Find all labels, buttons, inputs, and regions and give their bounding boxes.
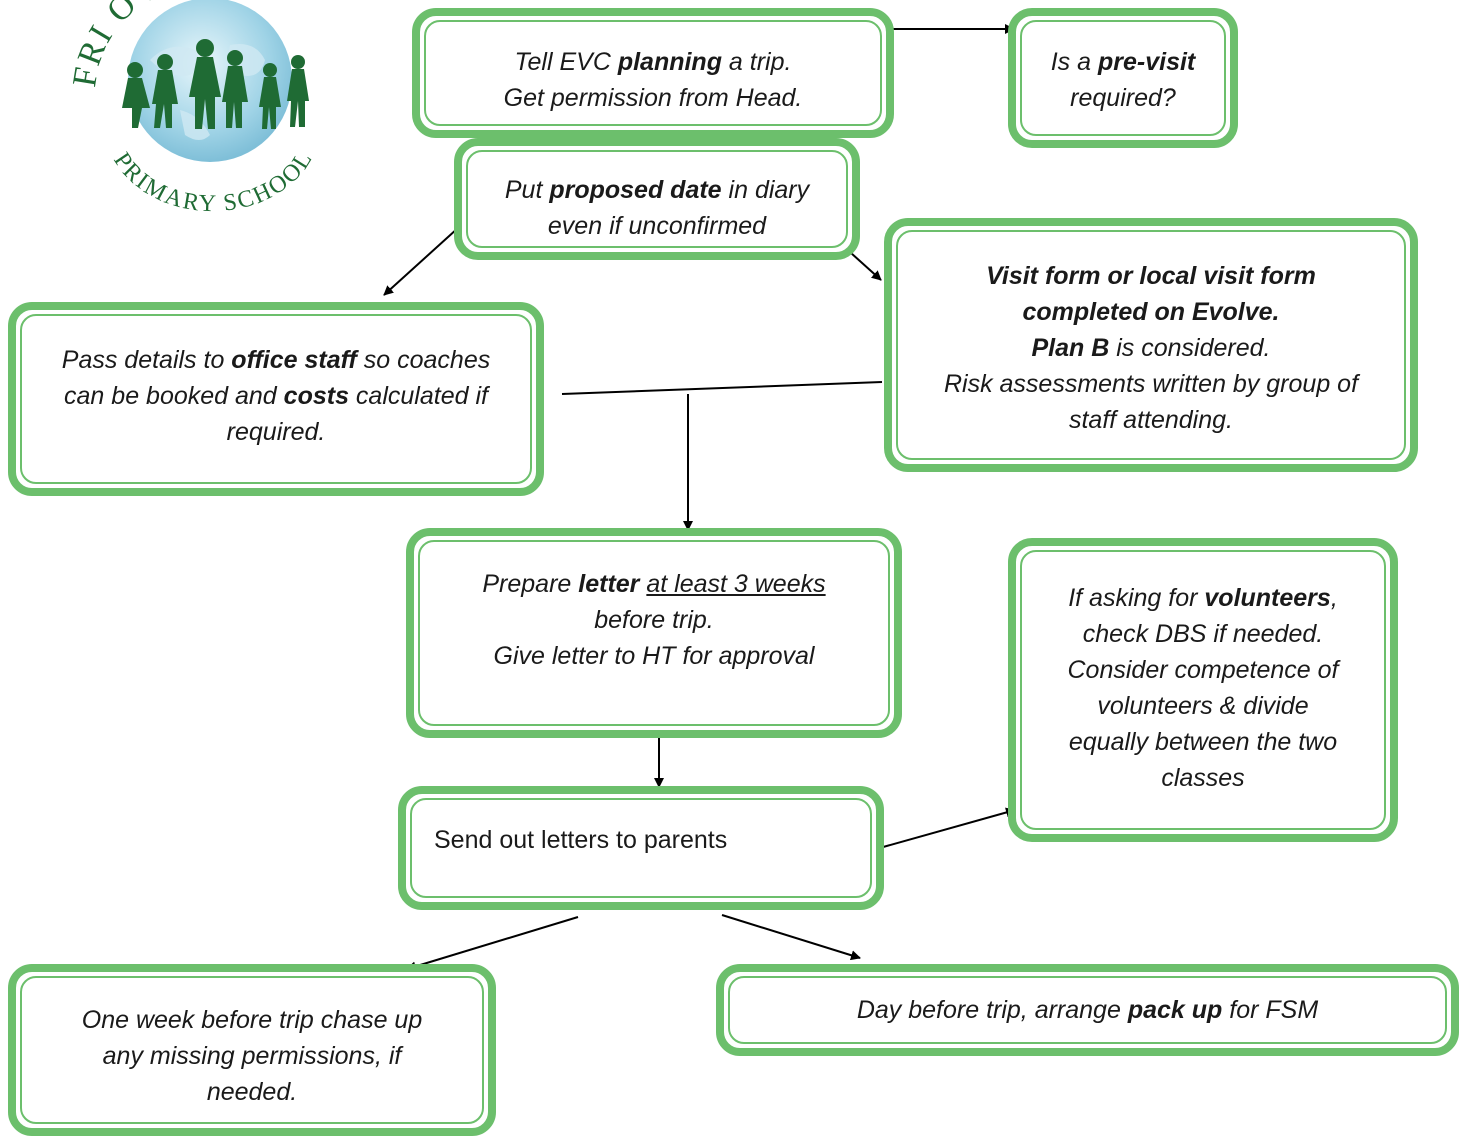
text-segment: is considered. (1109, 334, 1271, 362)
text-segment: Consider competence of (1067, 656, 1339, 684)
text-segment: Day before trip, arrange (856, 996, 1128, 1024)
box-send-letters: Send out letters to parents (398, 786, 884, 910)
text-line: Prepare letter at least 3 weeks (414, 566, 894, 602)
underlined-text: at least 3 weeks (646, 570, 826, 598)
text-segment: staff attending. (1068, 406, 1233, 434)
box-volunteers-text: If asking for volunteers,check DBS if ne… (1016, 580, 1390, 796)
box-volunteers: If asking for volunteers,check DBS if ne… (1008, 538, 1398, 842)
arrow-send-to-volunteers (875, 807, 1016, 850)
text-line: before trip. (414, 602, 894, 638)
text-line: check DBS if needed. (1016, 616, 1390, 652)
text-line: classes (1016, 760, 1390, 796)
box-pre-visit-text: Is a pre-visit required? (1016, 44, 1230, 116)
text-segment: equally between the two (1068, 728, 1338, 756)
text-segment: any missing permissions, if (102, 1042, 402, 1070)
text-segment: so coaches (356, 346, 491, 374)
text-line: staff attending. (892, 402, 1410, 438)
text-segment: required. (226, 418, 326, 446)
text-segment: Give letter to HT for approval (493, 642, 815, 670)
text-segment: , (1330, 584, 1338, 612)
text-line: Consider competence of (1016, 652, 1390, 688)
arrow-send-to-daybefore (721, 914, 861, 961)
text-line: Pass details to office staff so coaches (16, 342, 536, 378)
box-tell-evc: Tell EVC planning a trip. Get permission … (412, 8, 894, 138)
text-segment: calculated if (348, 382, 488, 410)
box-tell-evc-text: Tell EVC planning a trip. Get permission … (420, 44, 886, 116)
box-send-letters-text: Send out letters to parents (434, 822, 876, 858)
text-line: If asking for volunteers, (1016, 580, 1390, 616)
text-line: Plan B is considered. (892, 330, 1410, 366)
box-proposed-date: Put proposed date in diary even if unconf… (454, 138, 860, 260)
text-segment: can be booked and (64, 382, 284, 410)
text-line: Give letter to HT for approval (414, 638, 894, 674)
text-segment: One week before trip chase up (81, 1006, 423, 1034)
school-logo-graphic: FRI OVE PRIMARY SCHOOL (66, 0, 316, 217)
text-segment: Pass details to (61, 346, 232, 374)
arrow-send-to-oneweek (406, 916, 579, 972)
text-segment: Get permission from Head. (503, 84, 803, 112)
text-segment: required? (1070, 84, 1176, 112)
box-one-week-text: One week before trip chase up any missing… (16, 1002, 488, 1110)
box-prepare-letter: Prepare letter at least 3 weeks before tr… (406, 528, 902, 738)
school-logo: FRI OVE PRIMARY SCHOOL (60, 0, 350, 217)
text-line: volunteers & divide (1016, 688, 1390, 724)
bold-text: pack up (1127, 996, 1223, 1024)
box-prepare-letter-text: Prepare letter at least 3 weeks before tr… (414, 566, 894, 674)
text-line: One week before trip chase up (16, 1002, 488, 1038)
text-line: Send out letters to parents (434, 822, 876, 858)
text-segment: needed. (206, 1078, 298, 1106)
box-day-before-text: Day before trip, arrange pack up for FSM (724, 992, 1451, 1028)
arrow-date-to-office (383, 227, 459, 296)
text-line: can be booked and costs calculated if (16, 378, 536, 414)
text-segment: volunteers & divide (1097, 692, 1309, 720)
text-line: Get permission from Head. (420, 80, 886, 116)
bold-text: proposed date (549, 176, 722, 204)
text-segment: in diary (721, 176, 810, 204)
text-line: equally between the two (1016, 724, 1390, 760)
text-segment: If asking for (1068, 584, 1205, 612)
text-line: required? (1016, 80, 1230, 116)
bold-text: Plan B (1031, 334, 1110, 362)
text-segment: classes (1161, 764, 1245, 792)
bold-text: pre-visit (1097, 48, 1196, 76)
box-pre-visit: Is a pre-visit required? (1008, 8, 1238, 148)
text-segment: Put (504, 176, 550, 204)
bold-text: letter (578, 570, 640, 598)
text-line: Is a pre-visit (1016, 44, 1230, 80)
bold-text: office staff (231, 346, 357, 374)
text-line: Put proposed date in diary (462, 172, 852, 208)
bold-text: completed on Evolve. (1022, 298, 1280, 326)
bold-text: Visit form or local visit form (986, 262, 1316, 290)
text-segment: Prepare (482, 570, 579, 598)
text-segment: check DBS if needed. (1082, 620, 1324, 648)
text-line: completed on Evolve. (892, 294, 1410, 330)
box-proposed-date-text: Put proposed date in diary even if unconf… (462, 172, 852, 244)
bold-text: volunteers (1204, 584, 1331, 612)
join-office-visitform (561, 381, 883, 395)
bold-text: planning (617, 48, 722, 76)
box-day-before: Day before trip, arrange pack up for FSM (716, 964, 1459, 1056)
box-one-week: One week before trip chase up any missing… (8, 964, 496, 1136)
text-segment: before trip. (594, 606, 714, 634)
bold-text: costs (283, 382, 349, 410)
text-segment: Is a (1050, 48, 1098, 76)
text-line: Tell EVC planning a trip. (420, 44, 886, 80)
text-segment: even if unconfirmed (547, 212, 767, 240)
text-line: Risk assessments written by group of (892, 366, 1410, 402)
text-line: any missing permissions, if (16, 1038, 488, 1074)
text-segment: for FSM (1222, 996, 1319, 1024)
text-line: even if unconfirmed (462, 208, 852, 244)
text-line: Day before trip, arrange pack up for FSM (724, 992, 1451, 1028)
box-visit-form-text: Visit form or local visit form completed … (892, 258, 1410, 438)
text-segment: a trip. (721, 48, 792, 76)
text-line: needed. (16, 1074, 488, 1110)
text-segment: Send out letters to parents (434, 826, 728, 854)
text-line: required. (16, 414, 536, 450)
text-segment: Risk assessments written by group of (943, 370, 1359, 398)
box-visit-form: Visit form or local visit form completed … (884, 218, 1418, 472)
text-line: Visit form or local visit form (892, 258, 1410, 294)
text-segment: Tell EVC (514, 48, 618, 76)
